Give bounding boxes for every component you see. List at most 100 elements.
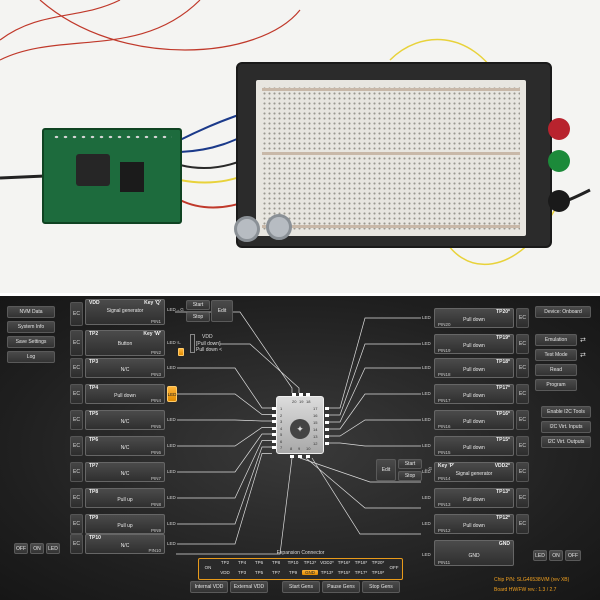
log-button[interactable]: Log bbox=[7, 351, 55, 363]
tp-left-0-ec-button[interactable]: EC bbox=[70, 358, 83, 378]
gnd-pin-box[interactable]: GND GND PIN11 bbox=[434, 540, 514, 566]
left-led-button[interactable]: LED bbox=[46, 543, 60, 554]
tp-right-0-ec-button[interactable]: EC bbox=[516, 308, 529, 328]
program-button[interactable]: Program bbox=[535, 379, 577, 391]
expansion-top-4[interactable]: TP10 bbox=[287, 560, 299, 565]
expansion-top-5[interactable]: TP12* bbox=[303, 560, 317, 565]
external-vdd-button[interactable]: External VDD bbox=[230, 581, 268, 593]
expansion-top-0[interactable]: TP2 bbox=[220, 560, 230, 565]
expansion-top-8[interactable]: TP18* bbox=[354, 560, 368, 565]
expansion-top-7[interactable]: TP16* bbox=[337, 560, 351, 565]
vdd-stop-button[interactable]: Stop bbox=[186, 312, 210, 322]
tp-right-1-ec-button[interactable]: EC bbox=[516, 334, 529, 354]
silego-logo-icon: ✦ bbox=[290, 419, 310, 439]
test-mode-button[interactable]: Test Mode bbox=[535, 349, 577, 361]
tp-left-3-ec-button[interactable]: EC bbox=[70, 436, 83, 456]
tp-right-3-ec-button[interactable]: EC bbox=[516, 384, 529, 404]
nvm-data-button[interactable]: NVM Data bbox=[7, 306, 55, 318]
device-onboard-button[interactable]: Device: Onboard bbox=[535, 306, 591, 318]
tp-right-7-ec-button[interactable]: EC bbox=[516, 488, 529, 508]
right-on-button[interactable]: ON bbox=[549, 550, 563, 561]
tp2-ec-button[interactable]: EC bbox=[70, 330, 83, 356]
chip-pin-stub-left-6 bbox=[272, 446, 276, 449]
tp-left-5-ec-button[interactable]: EC bbox=[70, 488, 83, 508]
expansion-bottom-2[interactable]: TP5 bbox=[254, 570, 264, 575]
left-off-button[interactable]: OFF bbox=[14, 543, 28, 554]
chip-pin-stub-bottom-1 bbox=[298, 455, 302, 458]
tp2-switch-toggle[interactable] bbox=[178, 348, 184, 356]
expansion-bottom-4[interactable]: TP9 bbox=[288, 570, 298, 575]
tp-right-8-ec-button[interactable]: EC bbox=[516, 514, 529, 534]
expansion-off[interactable]: OFF bbox=[389, 565, 399, 570]
enable-i2c-tools-button[interactable]: Enable I2C Tools bbox=[541, 406, 591, 418]
left-on-button[interactable]: ON bbox=[30, 543, 44, 554]
read-button[interactable]: Read bbox=[535, 364, 577, 376]
vdd-pin-box[interactable]: VDD Key 'Q' Signal generator PIN1 bbox=[85, 299, 165, 325]
tp-left-4-pin: PIN7 bbox=[150, 476, 161, 481]
expansion-bottom-3[interactable]: TP7 bbox=[271, 570, 281, 575]
expansion-on[interactable]: ON bbox=[204, 565, 212, 570]
expansion-bottom-1[interactable]: TP3 bbox=[237, 570, 247, 575]
tp-right-6-ec-button[interactable]: EC bbox=[516, 462, 529, 482]
expansion-bottom-0[interactable]: VDD bbox=[220, 570, 230, 575]
emulation-button[interactable]: Emulation bbox=[535, 334, 577, 346]
tp-left-1-ec-button[interactable]: EC bbox=[70, 384, 83, 404]
vdd2-start-button[interactable]: Start bbox=[398, 459, 422, 469]
expansion-bottom-5[interactable]: GND bbox=[302, 570, 318, 575]
expansion-bottom-8[interactable]: TP17* bbox=[354, 570, 368, 575]
system-info-button[interactable]: System Info bbox=[7, 321, 55, 333]
expansion-top-6[interactable]: VDD2* bbox=[320, 560, 334, 565]
expansion-bottom-9[interactable]: TP19* bbox=[371, 570, 385, 575]
vdd-ec-button[interactable]: EC bbox=[70, 302, 83, 326]
expansion-top-2[interactable]: TP6 bbox=[254, 560, 264, 565]
i2c-virtual-outputs-button[interactable]: I2C Virt. Outputs bbox=[541, 436, 591, 448]
expansion-bottom-6[interactable]: TP13* bbox=[320, 570, 334, 575]
tp-left-4-ec-button[interactable]: EC bbox=[70, 462, 83, 482]
expansion-top-1[interactable]: TP4 bbox=[237, 560, 247, 565]
tp-right-5-led: LED bbox=[422, 443, 431, 448]
stop-gens-button[interactable]: Stop Gens bbox=[362, 581, 400, 593]
expansion-top-3[interactable]: TP8 bbox=[271, 560, 281, 565]
vdd2-edit-button[interactable]: Edit bbox=[376, 459, 396, 481]
i2c-virtual-inputs-button[interactable]: I2C Virt. Inputs bbox=[541, 421, 591, 433]
vdd-led-g: LED→G bbox=[167, 307, 184, 312]
tp-left-7-ec-button[interactable]: EC bbox=[70, 534, 83, 554]
tp-right-2-ec-button[interactable]: EC bbox=[516, 358, 529, 378]
tp-left-6-ec-button[interactable]: EC bbox=[70, 514, 83, 534]
internal-vdd-button[interactable]: Internal VDD bbox=[190, 581, 228, 593]
vdd-start-button[interactable]: Start bbox=[186, 300, 210, 310]
tp-right-4-ec-button[interactable]: EC bbox=[516, 410, 529, 430]
tp2-pin-box[interactable]: TP2 Key 'W' Button PIN2 bbox=[85, 330, 165, 356]
tp-left-2-ec-button[interactable]: EC bbox=[70, 410, 83, 430]
right-off-button[interactable]: OFF bbox=[565, 550, 581, 561]
tp-right-5-ec-button[interactable]: EC bbox=[516, 436, 529, 456]
start-gens-button[interactable]: Start Gens bbox=[282, 581, 320, 593]
expansion-top-9[interactable]: TP20* bbox=[371, 560, 385, 565]
tp2-vdd-text: VDD bbox=[202, 334, 213, 340]
pause-gens-button[interactable]: Pause Gens bbox=[322, 581, 360, 593]
vdd-edit-button[interactable]: Edit bbox=[211, 300, 233, 322]
vdd2-stop-button[interactable]: Stop bbox=[398, 471, 422, 481]
expansion-bottom-7[interactable]: TP15* bbox=[337, 570, 351, 575]
chip-part-number: Chip P/N: SLG46538V/M (rev XB) bbox=[494, 577, 570, 583]
save-settings-button[interactable]: Save Settings bbox=[7, 336, 55, 348]
right-led-button[interactable]: LED bbox=[533, 550, 547, 561]
tp-left-1-led[interactable]: LED bbox=[167, 386, 177, 402]
